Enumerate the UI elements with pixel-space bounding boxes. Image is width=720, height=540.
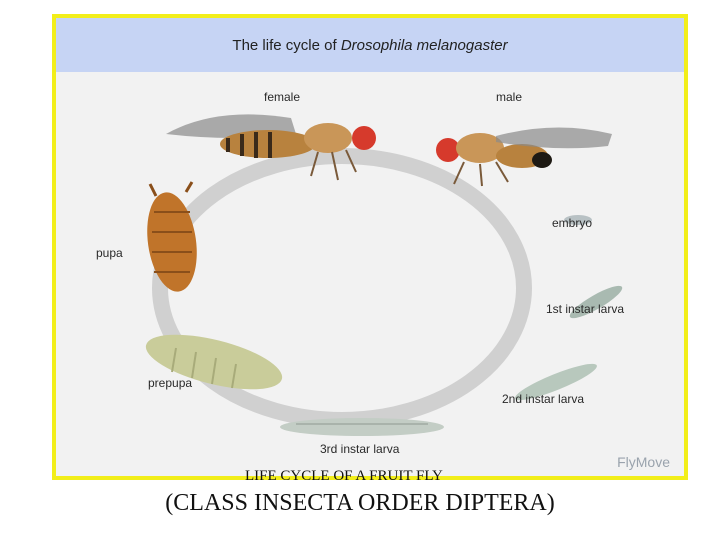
- diagram-title: The life cycle of Drosophila melanogaste…: [232, 37, 507, 54]
- flymove-logo: FlyMove: [617, 454, 670, 470]
- embryo-illustration: [564, 215, 592, 225]
- diagram-frame: The life cycle of Drosophila melanogaste…: [52, 14, 688, 480]
- title-bar: The life cycle of Drosophila melanogaste…: [56, 18, 684, 72]
- label-female: female: [264, 90, 301, 104]
- prepupa-illustration: [145, 334, 283, 390]
- species-name: Drosophila melanogaster: [340, 36, 508, 54]
- title-prefix: The life cycle of: [232, 36, 341, 54]
- third-instar-larva-illustration: [280, 418, 444, 436]
- caption-line-2: (CLASS INSECTA ORDER DIPTERA): [165, 490, 555, 516]
- female-fly-illustration: [166, 114, 376, 181]
- label-prepupa: prepupa: [148, 376, 193, 390]
- second-instar-larva-illustration: [515, 363, 597, 401]
- first-instar-larva-illustration: [569, 285, 623, 319]
- label-second-instar-larva: 2nd instar larva: [502, 392, 585, 406]
- life-cycle-diagram: [145, 114, 623, 436]
- label-embryo: embryo: [552, 216, 593, 230]
- male-fly-illustration: [436, 127, 612, 187]
- pupa-illustration: [147, 181, 197, 292]
- label-male: male: [496, 90, 523, 104]
- label-pupa: pupa: [96, 246, 123, 260]
- label-third-instar-larva: 3rd instar larva: [320, 442, 400, 456]
- label-first-instar-larva: 1st instar larva: [546, 302, 625, 316]
- caption-line-1-text: LIFE CYCLE OF A FRUIT FLY: [245, 468, 443, 484]
